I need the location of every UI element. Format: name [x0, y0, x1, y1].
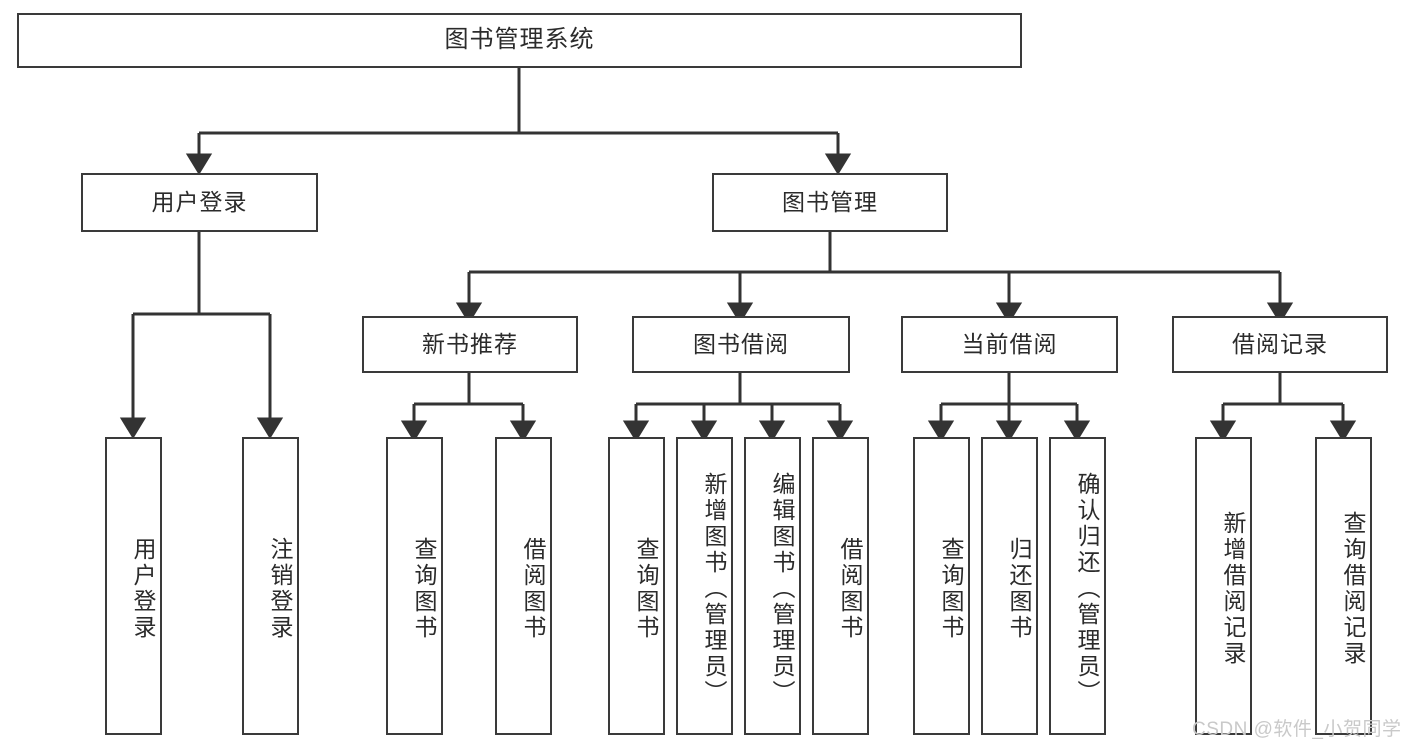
node-root-label: 图书管理系统	[444, 26, 595, 54]
node-leaf-confirm-return-label: 确认归还（管理员）	[1074, 472, 1100, 706]
node-leaf-query-record[interactable]: 查询借阅记录	[1315, 437, 1372, 735]
node-book-borrow-label: 图书借阅	[693, 330, 789, 357]
node-leaf-query-book-2[interactable]: 查询图书	[608, 437, 665, 735]
node-new-book-recommend-label: 新书推荐	[422, 330, 518, 357]
node-borrow-record-label: 借阅记录	[1232, 330, 1328, 357]
node-leaf-query-book-3-label: 查询图书	[938, 537, 964, 641]
node-leaf-logout-label: 注销登录	[267, 537, 293, 641]
node-leaf-query-book-2-label: 查询图书	[633, 537, 659, 641]
node-leaf-return-book-label: 归还图书	[1006, 537, 1032, 641]
node-leaf-user-login-label: 用户登录	[130, 537, 156, 641]
node-leaf-return-book[interactable]: 归还图书	[981, 437, 1038, 735]
node-root-system[interactable]: 图书管理系统	[17, 13, 1022, 68]
node-leaf-query-record-label: 查询借阅记录	[1340, 511, 1366, 667]
node-leaf-borrow-book-1-label: 借阅图书	[520, 537, 546, 641]
watermark-text: CSDN @软件_小贺同学	[1192, 719, 1402, 740]
node-leaf-edit-book-label: 编辑图书（管理员）	[769, 472, 795, 706]
node-leaf-user-login[interactable]: 用户登录	[105, 437, 162, 735]
node-leaf-edit-book[interactable]: 编辑图书（管理员）	[744, 437, 801, 735]
node-book-manage-label: 图书管理	[782, 188, 878, 215]
node-leaf-borrow-book-1[interactable]: 借阅图书	[495, 437, 552, 735]
node-leaf-query-book-3[interactable]: 查询图书	[913, 437, 970, 735]
node-leaf-query-book-1[interactable]: 查询图书	[386, 437, 443, 735]
node-user-login-label: 用户登录	[151, 188, 248, 215]
node-leaf-add-record-label: 新增借阅记录	[1220, 511, 1246, 667]
node-leaf-confirm-return[interactable]: 确认归还（管理员）	[1049, 437, 1106, 735]
node-leaf-borrow-book-2[interactable]: 借阅图书	[812, 437, 869, 735]
node-book-manage[interactable]: 图书管理	[712, 173, 948, 232]
node-leaf-add-record[interactable]: 新增借阅记录	[1195, 437, 1252, 735]
node-leaf-borrow-book-2-label: 借阅图书	[837, 537, 863, 641]
node-leaf-logout[interactable]: 注销登录	[242, 437, 299, 735]
node-book-borrow[interactable]: 图书借阅	[632, 316, 850, 373]
node-user-login[interactable]: 用户登录	[81, 173, 318, 232]
node-current-borrow[interactable]: 当前借阅	[901, 316, 1118, 373]
node-current-borrow-label: 当前借阅	[961, 330, 1058, 357]
node-new-book-recommend[interactable]: 新书推荐	[362, 316, 578, 373]
node-leaf-query-book-1-label: 查询图书	[411, 537, 437, 641]
node-borrow-record[interactable]: 借阅记录	[1172, 316, 1388, 373]
node-leaf-add-book-label: 新增图书（管理员）	[701, 472, 727, 706]
node-leaf-add-book[interactable]: 新增图书（管理员）	[676, 437, 733, 735]
